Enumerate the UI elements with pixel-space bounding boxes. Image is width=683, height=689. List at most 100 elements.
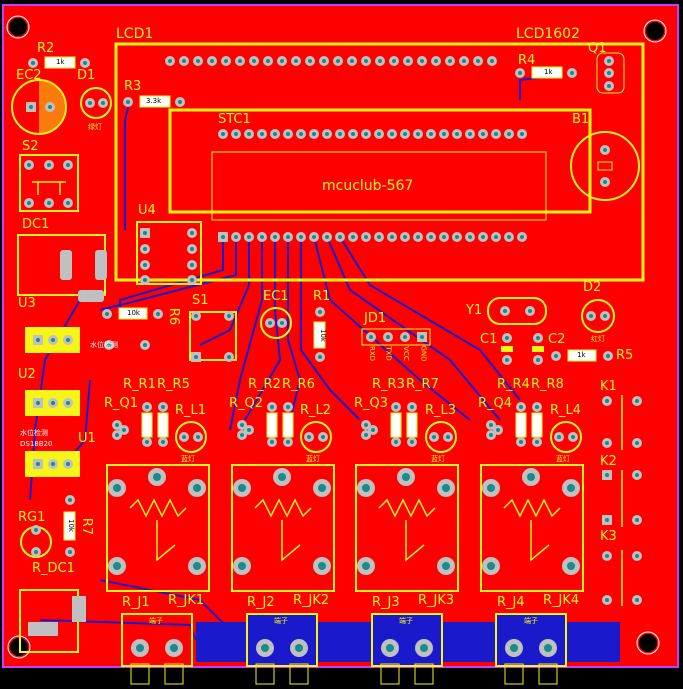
k1-label: K1 <box>600 379 617 394</box>
ec1-label: EC1 <box>263 289 289 304</box>
relay4-r-a: R_R4 <box>497 377 530 392</box>
relay2-l: R_L2 <box>300 403 332 418</box>
u3-label: U3 <box>18 296 36 311</box>
r5-value: 1k <box>577 351 586 359</box>
relay3-j: R_J3 <box>372 595 400 610</box>
jd1-pin-rxd: RXD <box>368 345 377 362</box>
relay4-j: R_J4 <box>497 595 525 610</box>
k-buttons <box>602 395 642 606</box>
lcd-label: LCD1 <box>116 26 154 42</box>
r3-resistor <box>123 95 185 108</box>
r2-resistor <box>28 56 90 69</box>
k2-label: K2 <box>600 454 617 469</box>
r4-label: R4 <box>518 53 536 68</box>
r1-resistor <box>313 307 326 362</box>
rdc1-label: R_DC1 <box>32 561 75 576</box>
relay4-l: R_L4 <box>550 403 582 418</box>
relay2-j: R_J2 <box>247 595 275 610</box>
mcu-label: STC1 <box>218 112 251 127</box>
relay3-r-a: R_R3 <box>372 377 405 392</box>
rg1-label: RG1 <box>18 510 46 525</box>
s1-switch <box>189 311 237 362</box>
s1-label: S1 <box>192 293 209 308</box>
relay3-led-note: 蓝灯 <box>431 455 445 463</box>
u4-label: U4 <box>138 203 156 218</box>
mounting-hole <box>6 15 30 39</box>
relay2-term: 端子 <box>274 617 288 625</box>
ec2-label: EC2 <box>16 68 42 83</box>
relay4-q: R_Q4 <box>478 396 513 411</box>
r2-value: 1k <box>56 58 65 66</box>
d2-label: D2 <box>583 280 602 295</box>
d1-note: 绿灯 <box>88 123 102 131</box>
relay2-jk: R_JK2 <box>293 593 330 608</box>
c2-label: C2 <box>548 332 566 347</box>
mounting-hole <box>643 19 667 43</box>
s2-switch <box>19 154 79 212</box>
k3-label: K3 <box>600 529 617 544</box>
y1-crystal <box>487 297 547 325</box>
mcu-text: mcuclub-567 <box>322 178 414 194</box>
relay1-r-a: R_R1 <box>123 377 156 392</box>
r6-value: 10k <box>127 309 140 317</box>
r4-value: 1k <box>544 68 553 76</box>
relay3-q: R_Q3 <box>354 396 389 411</box>
jd1-pin-vcc: VCC <box>401 346 410 361</box>
mcu-body <box>211 151 547 221</box>
relay1-led-note: 蓝灯 <box>181 455 195 463</box>
relay3-jk: R_JK3 <box>418 593 455 608</box>
r5-label: R5 <box>616 348 634 363</box>
jd1-label: JD1 <box>364 311 387 326</box>
mcu-outline <box>168 108 592 214</box>
relay1-q: R_Q1 <box>104 396 139 411</box>
u3-connector <box>25 327 80 353</box>
relay-group-1 <box>106 402 210 685</box>
dc1-label: DC1 <box>22 217 50 232</box>
relay2-led-note: 蓝灯 <box>306 455 320 463</box>
u2-label: U2 <box>18 367 36 382</box>
d2-note: 红灯 <box>591 335 605 343</box>
d1-led <box>80 87 112 119</box>
u2-connector <box>25 390 80 416</box>
rg1-sensor <box>20 525 52 558</box>
relay2-r-a: R_R2 <box>248 377 281 392</box>
relay3-term: 端子 <box>399 617 413 625</box>
u1-label: U1 <box>78 431 96 446</box>
r6-label: R6 <box>166 307 182 326</box>
b1-buzzer <box>570 131 640 201</box>
relay3-l: R_L3 <box>425 403 457 418</box>
jd1-pin-txd: TXD <box>384 346 393 361</box>
q1-transistor <box>596 52 625 94</box>
mounting-hole <box>636 631 660 655</box>
r4-resistor <box>515 66 577 79</box>
relay-group-4 <box>480 402 584 685</box>
relay1-jk: R_JK1 <box>168 593 205 608</box>
c2-capacitor <box>532 333 544 365</box>
q1-label: Q1 <box>588 41 607 56</box>
dc1-jack <box>17 234 107 302</box>
lcd-model-label: LCD1602 <box>516 26 580 42</box>
r1-label: R1 <box>313 289 331 304</box>
d2-led <box>581 299 615 333</box>
jd1-pin-gnd: GND <box>419 345 428 362</box>
relay1-r-b: R_R5 <box>157 377 190 392</box>
u4-chip <box>136 221 202 285</box>
battery-label: B1 <box>572 112 590 127</box>
relay2-q: R_Q2 <box>229 396 264 411</box>
r7-value: 10k <box>66 519 75 532</box>
s2-label: S2 <box>22 139 39 154</box>
r3-value: 3.3k <box>146 97 162 105</box>
relay4-r-b: R_R8 <box>531 377 564 392</box>
r7-resistor <box>63 495 76 557</box>
r2-label: R2 <box>37 41 55 56</box>
r5-resistor <box>551 349 613 362</box>
temp-note: 水位检测 <box>90 341 118 349</box>
relay2-r-b: R_R6 <box>282 377 315 392</box>
relay1-l: R_L1 <box>175 403 207 418</box>
relay4-jk: R_JK4 <box>543 593 580 608</box>
r1-value: 10k <box>318 329 327 342</box>
u1-note: DS18B20 <box>20 440 53 448</box>
ec1-capacitor <box>260 307 292 339</box>
u1-connector <box>25 451 80 477</box>
